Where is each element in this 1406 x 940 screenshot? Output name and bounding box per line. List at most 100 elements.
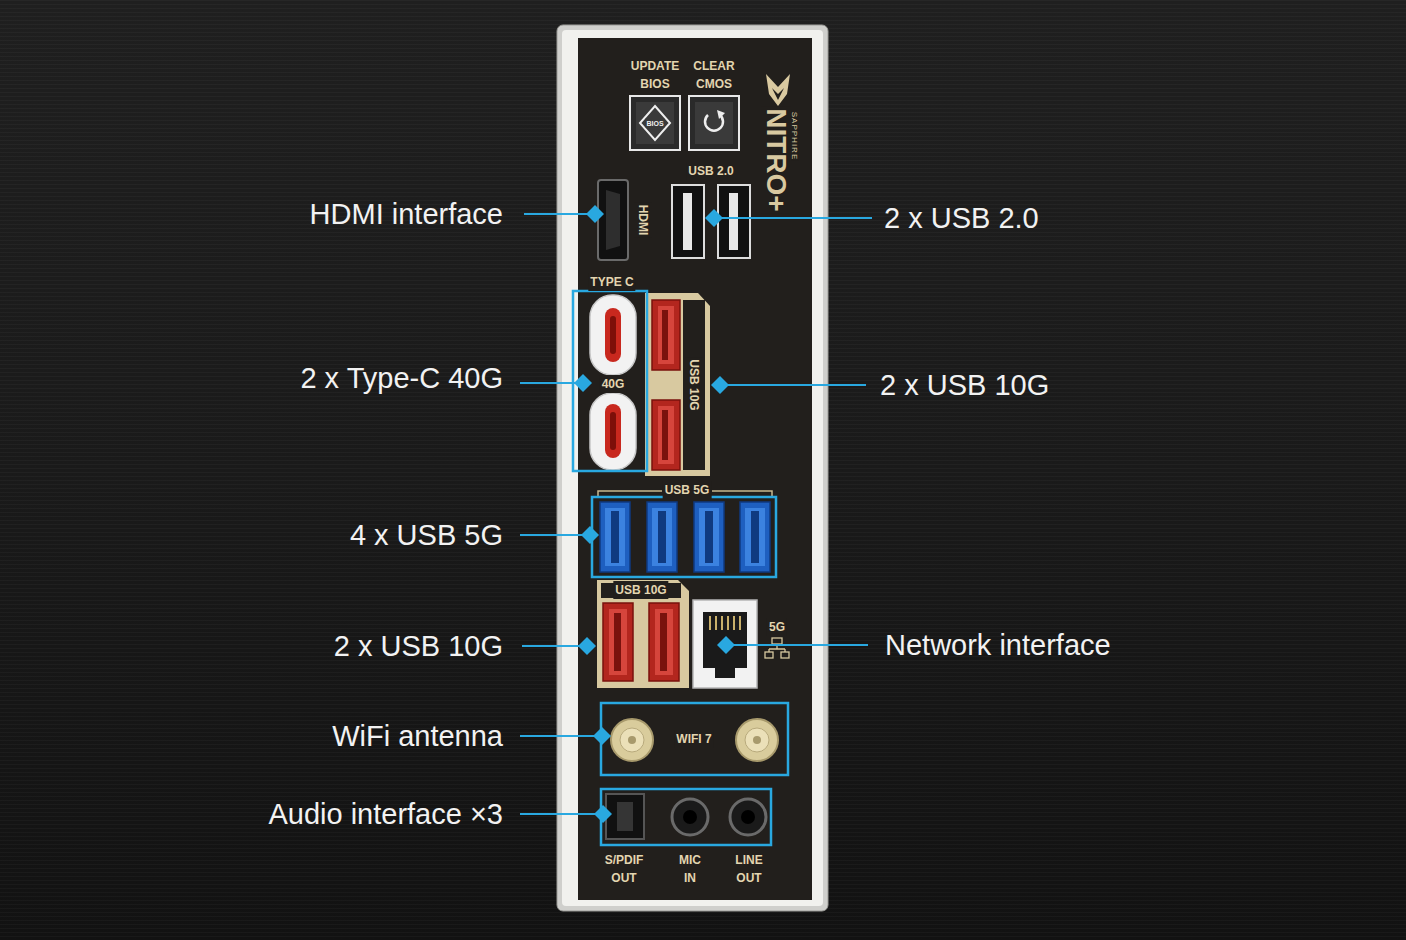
callout-label: 2 x USB 2.0 (884, 201, 1039, 236)
bios-icon (640, 106, 670, 140)
usb5g-port (647, 502, 677, 572)
usb10g-tongue (660, 613, 667, 671)
highlight-box (592, 497, 776, 577)
leader-diamond (586, 205, 604, 223)
rj45-contacts (710, 616, 740, 630)
usb10g-port (652, 300, 680, 370)
leader-line (720, 384, 866, 386)
leader-diamond (578, 637, 596, 655)
leader-diamond (594, 805, 612, 823)
usb5g-port-inner (745, 508, 765, 566)
audio-jack (730, 799, 766, 835)
brand-logo: NITRO+ (761, 106, 791, 213)
port-label: MIC IN (673, 851, 707, 887)
reset-arrowhead (717, 110, 725, 119)
antenna-connector (611, 719, 653, 761)
usb5g-tongue (658, 511, 666, 563)
usb10g-port (603, 603, 633, 681)
usb2-tongue (729, 193, 738, 250)
leader-line (520, 735, 602, 737)
network-icon-part (765, 652, 773, 658)
antenna-connector-inner (745, 728, 769, 752)
callout-label: 4 x USB 5G (350, 518, 503, 553)
port-label: 40G (600, 375, 627, 393)
antenna-pin (753, 736, 761, 744)
leader-line (714, 217, 872, 219)
bios-button (630, 96, 680, 150)
leader-diamond (593, 727, 611, 745)
bracket-face (562, 30, 823, 906)
usb10g-port (652, 400, 680, 470)
leader-line (520, 813, 603, 815)
usb10g-port-inner (655, 609, 673, 675)
usb5g-port (600, 502, 630, 572)
callout-label: HDMI interface (310, 197, 503, 232)
usb10g-port-inner (609, 609, 627, 675)
spdif-port (606, 794, 644, 839)
usb2-port (672, 185, 704, 258)
callout-label: 2 x Type-C 40G (300, 361, 503, 396)
leader-line (524, 213, 595, 215)
leader-lines (520, 214, 872, 814)
type-c-port (590, 393, 636, 470)
network-icon (765, 638, 789, 658)
callout-label: Network interface (885, 628, 1111, 663)
antenna-connector-inner (620, 728, 644, 752)
usb5g-port-inner (699, 508, 719, 566)
leader-diamond (705, 209, 723, 227)
leader-markers (574, 205, 735, 823)
callout-label: WiFi antenna (332, 719, 503, 754)
usb10g-frame (597, 580, 689, 688)
leader-line (522, 645, 587, 647)
port-label: TYPE C (588, 273, 635, 291)
usb10g-port-inner (658, 406, 674, 464)
antenna-connector (736, 719, 778, 761)
button-label: CLEAR CMOS (687, 57, 741, 93)
audio-jack-hole (741, 810, 755, 824)
usb5g-port-inner (652, 508, 672, 566)
hdmi-port (598, 180, 628, 260)
highlight-box (573, 291, 647, 471)
audio-jack-hole (683, 810, 697, 824)
usb10g-label-strip (683, 300, 705, 470)
port-label: LINE OUT (731, 851, 767, 887)
button-icon-label: BIOS (645, 119, 664, 128)
highlight-box (601, 789, 771, 845)
type-c-tongue (610, 412, 616, 450)
callout-label: 2 x USB 10G (334, 629, 503, 664)
type-c-inner (605, 308, 621, 362)
button-label: UPDATE BIOS (628, 57, 682, 93)
callout-label: 2 x USB 10G (880, 368, 1049, 403)
leader-diamond (574, 374, 592, 392)
bios-button-face (636, 102, 674, 144)
usb10g-tongue (614, 613, 621, 671)
usb10g-port-inner (658, 306, 674, 364)
rj45-opening (703, 612, 747, 668)
type-c-port (590, 295, 636, 375)
hdmi-port-inner (606, 190, 620, 250)
leader-diamond (717, 636, 735, 654)
usb10g-frame (645, 293, 710, 476)
leader-line (520, 534, 590, 536)
usb5g-tongue (751, 511, 759, 563)
network-icon-part (772, 638, 782, 644)
port-label: 5G (767, 618, 787, 636)
leader-line (726, 644, 868, 646)
leader-diamond (711, 376, 729, 394)
usb10g-tongue (662, 310, 668, 360)
usb5g-port (740, 502, 770, 572)
network-icon-part (781, 652, 789, 658)
usb5g-tongue (705, 511, 713, 563)
usb5g-port-inner (605, 508, 625, 566)
io-plate (578, 38, 812, 900)
port-label: HDMI (634, 203, 652, 238)
cmos-button-face (695, 102, 733, 144)
port-label: USB 5G (663, 481, 712, 499)
usb10g-tongue (662, 410, 668, 460)
usb10g-port (649, 603, 679, 681)
leader-line (520, 382, 583, 384)
